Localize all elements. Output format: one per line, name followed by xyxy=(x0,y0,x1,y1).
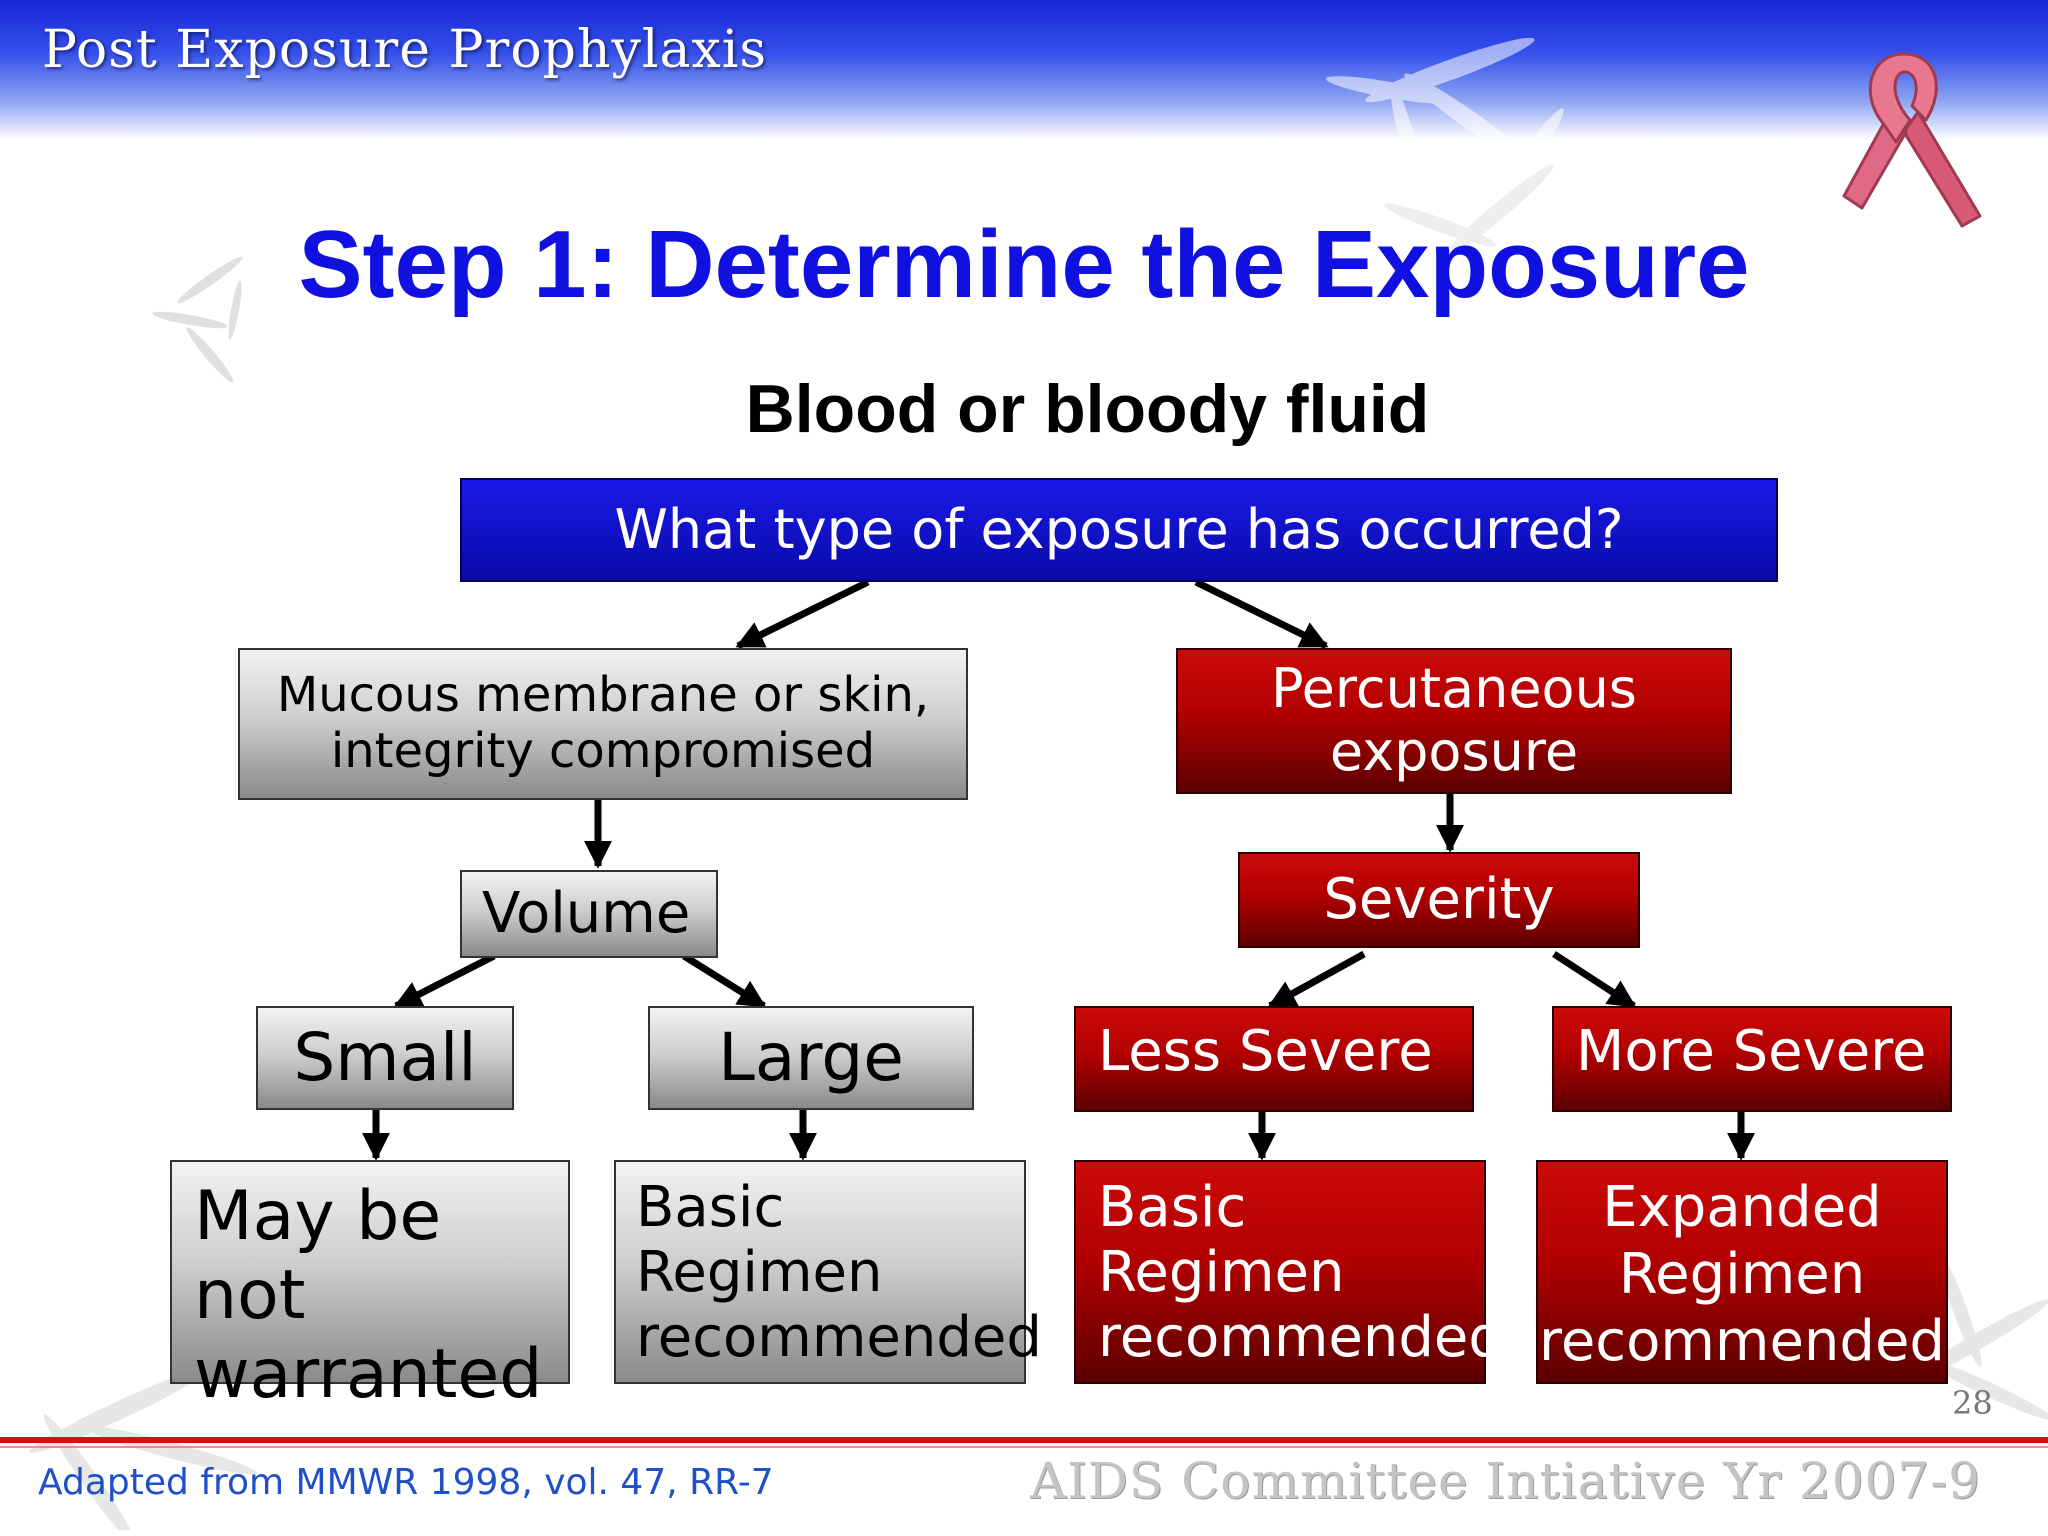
footer-rule-shadow xyxy=(0,1446,2048,1448)
organization-footer: AIDS Committee Intiative Yr 2007-9 xyxy=(1030,1452,1981,1510)
mucous-membrane-box: Mucous membrane or skin, integrity compr… xyxy=(238,648,968,800)
question-box: What type of exposure has occurred? xyxy=(460,478,1778,582)
large-outcome-line2: recommended xyxy=(636,1306,1042,1371)
arrow-question-to-mucous xyxy=(738,582,868,646)
expanded-regimen-box: Expanded Regimen recommended xyxy=(1536,1160,1948,1384)
small-outcome-line2: warranted xyxy=(194,1336,542,1415)
mucous-membrane-line2: integrity compromised xyxy=(331,724,875,780)
more-severe-box: More Severe xyxy=(1552,1006,1952,1112)
more-outcome-line3: recommended xyxy=(1539,1308,1945,1375)
more-outcome-line2: Regimen xyxy=(1619,1241,1865,1308)
footer-rule xyxy=(0,1437,2048,1443)
large-box: Large xyxy=(648,1006,974,1110)
may-not-be-warranted-box: May be not warranted xyxy=(170,1160,570,1384)
arrow-volume-to-large xyxy=(684,956,764,1006)
volume-box: Volume xyxy=(460,870,718,958)
source-citation: Adapted from MMWR 1998, vol. 47, RR-7 xyxy=(38,1462,774,1503)
page-number: 28 xyxy=(1952,1384,1993,1422)
percutaneous-box: Percutaneous exposure xyxy=(1176,648,1732,794)
small-box: Small xyxy=(256,1006,514,1110)
arrow-severity-to-more xyxy=(1554,954,1634,1006)
arrow-question-to-percutaneous xyxy=(1196,582,1326,646)
mucous-membrane-line1: Mucous membrane or skin, xyxy=(277,668,929,724)
more-outcome-line1: Expanded xyxy=(1602,1174,1881,1241)
arrow-severity-to-less xyxy=(1270,954,1364,1006)
percutaneous-line2: exposure xyxy=(1330,721,1578,784)
less-outcome-line2: recommended xyxy=(1098,1306,1504,1371)
severity-box: Severity xyxy=(1238,852,1640,948)
percutaneous-line1: Percutaneous xyxy=(1271,658,1637,721)
less-severe-box: Less Severe xyxy=(1074,1006,1474,1112)
less-outcome-line1: Basic Regimen xyxy=(1098,1176,1484,1306)
small-outcome-line1: May be not xyxy=(194,1178,568,1336)
large-outcome-line1: Basic Regimen xyxy=(636,1176,1024,1306)
basic-regimen-right-box: Basic Regimen recommended xyxy=(1074,1160,1486,1384)
arrow-volume-to-small xyxy=(396,956,494,1006)
basic-regimen-left-box: Basic Regimen recommended xyxy=(614,1160,1026,1384)
